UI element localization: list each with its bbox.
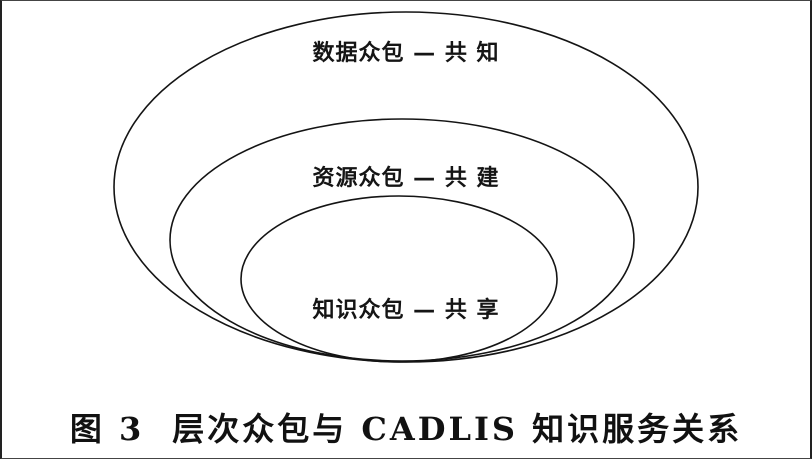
figure-title: 层次众包与 CADLIS 知识服务关系 (172, 410, 743, 448)
figure-number: 图 3 (69, 410, 145, 448)
middle-ellipse (169, 118, 635, 362)
figure-caption: 图 3 层次众包与 CADLIS 知识服务关系 (0, 404, 812, 450)
inner-layer-label: 知识众包 — 共 享 (312, 298, 500, 323)
inner-ellipse (240, 195, 558, 363)
outer-layer-label: 数据众包 — 共 知 (312, 41, 500, 66)
middle-layer-label: 资源众包 — 共 建 (312, 166, 500, 191)
